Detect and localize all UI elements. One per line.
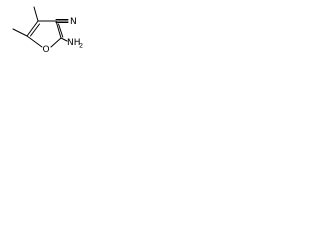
bond-c2-c3-double bbox=[58, 23, 64, 38]
nitrile-nitrogen-label: N bbox=[70, 17, 77, 27]
bond-o-c5 bbox=[26, 35, 43, 48]
bond-c3-c2 bbox=[55, 20, 62, 39]
amino-label: NH bbox=[67, 38, 81, 48]
bond-c5-c4-double bbox=[30, 23, 40, 37]
bond-c4-methyl bbox=[33, 6, 39, 22]
molecule-structure: N O NH 2 bbox=[12, 6, 83, 55]
bond-c5-methyl bbox=[12, 28, 28, 37]
bond-c5-c4 bbox=[26, 20, 39, 37]
bonds bbox=[12, 6, 69, 48]
bond-c2-amino bbox=[60, 37, 68, 42]
ring-oxygen-label: O bbox=[43, 45, 50, 55]
bond-c2-o bbox=[50, 37, 62, 48]
amino-subscript: 2 bbox=[79, 42, 83, 50]
